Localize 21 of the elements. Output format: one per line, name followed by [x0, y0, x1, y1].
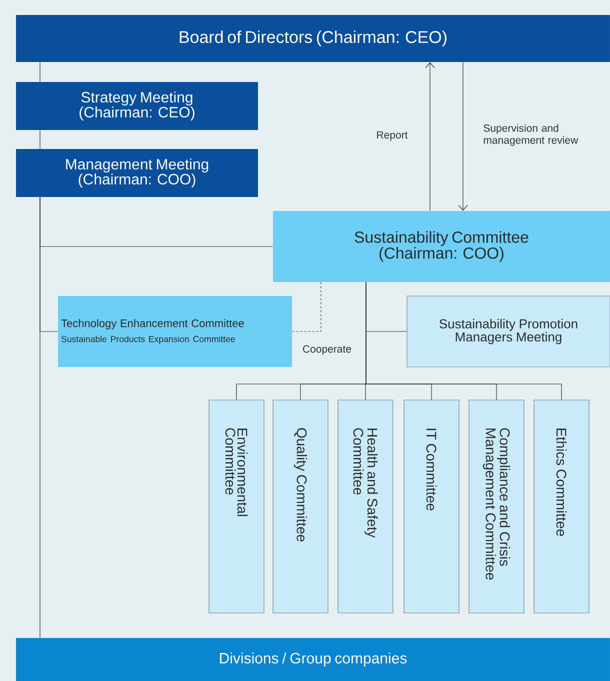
committee-box: Sustainability Committee (Chairman: COO) [273, 211, 610, 282]
committee-box: Health and Safety Committee [338, 400, 394, 614]
committee-box: Technology Enhancement Committee Sustainable Products Expansion Committee [58, 296, 292, 367]
edge-label: Supervision and management review [484, 124, 578, 146]
meeting-box: Management Meeting (Chairman: COO) [16, 149, 258, 197]
committee-box: Quality Committee [272, 400, 328, 614]
edge-label: Cooperate [303, 345, 352, 355]
committee-box: Ethics Committee [534, 400, 590, 614]
committee-box: IT Committee [404, 400, 460, 614]
meeting-box: Strategy Meeting (Chairman: CEO) [16, 82, 258, 130]
edge-label: Report [377, 131, 408, 141]
connector-line [292, 282, 322, 332]
connector-line [40, 197, 58, 332]
connector-line [366, 282, 562, 400]
board-box: Board of Directors (Chairman: CEO) [16, 15, 610, 62]
committee-box: Environmental Committee [208, 400, 264, 614]
arrow [425, 62, 435, 211]
meeting-box: Sustainability Promotion Managers Meeting [406, 296, 610, 368]
committee-box: Compliance and Crisis Management Committee [468, 400, 524, 614]
divisions-bar: Divisions / Group companies [16, 638, 610, 681]
arrow [458, 62, 468, 211]
